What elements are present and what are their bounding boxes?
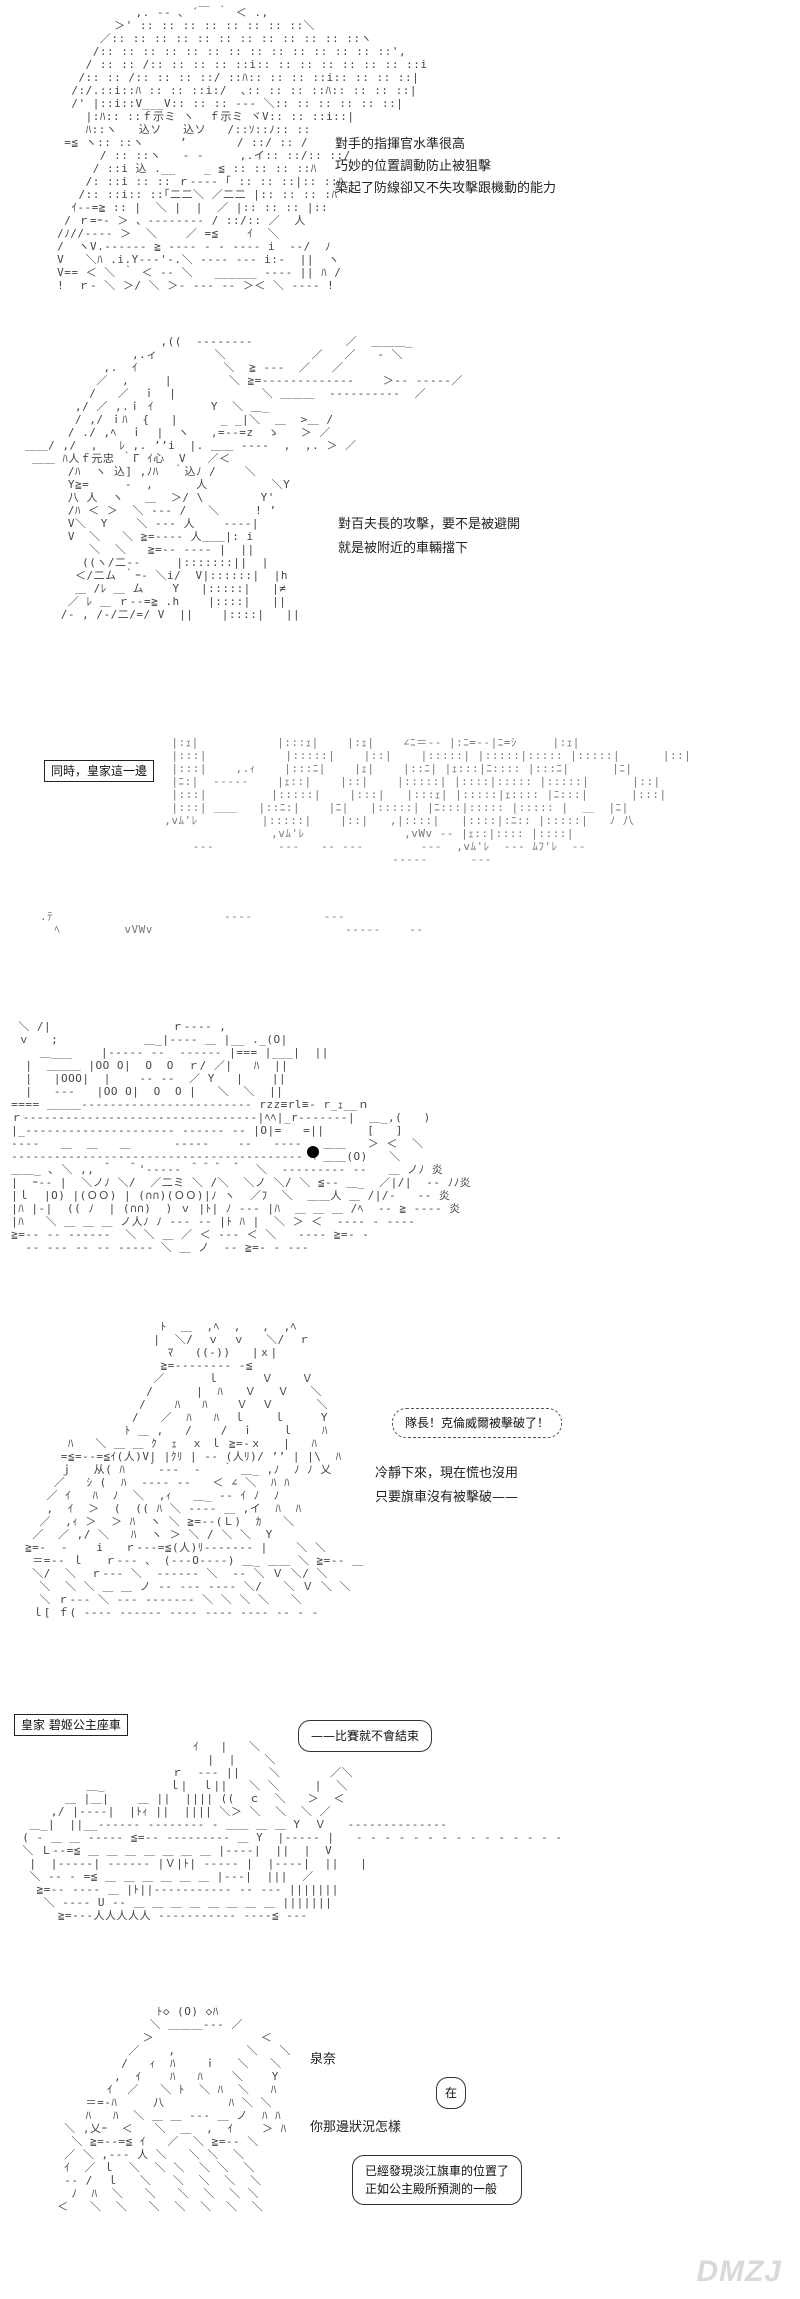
shout-bubble: 隊長！克倫威爾被擊破了！ <box>392 1408 563 1438</box>
ascii-art-royal-tank: ｲ | ＼ | | ＼ ｒ ‐‐‐ || ＼ ／＼ ＿_ ｌ| ｌ|| ＼ ＼ … <box>22 1740 563 1922</box>
panel-6: 皇家 碧姬公主座車 ——比賽就不會結束 ｲ | ＼ | | ＼ ｒ ‐‐‐ ||… <box>0 1710 800 2000</box>
ascii-art-captain: ﾄ ＿ ,ﾍ , , ,ﾍ | ＼/ ｖ ｖ ＼/ ｒ ﾏ ((‐)) |ｘ| … <box>25 1320 364 1619</box>
ascii-art-tank-columns: |:ｪ| |:::ｪ| |:ｪ| ∠ﾆ＝‐‐ |:ﾆ=‐‐|ﾆ=ｼ |:ｪ| |… <box>164 736 692 866</box>
panel-5: ﾄ ＿ ,ﾍ , , ,ﾍ | ＼/ ｖ ｖ ＼/ ｒ ﾏ ((‐)) |ｘ| … <box>0 1320 800 1700</box>
narration-text: 對百夫長的攻擊，要不是被避開 就是被附近的車輛擋下 <box>338 513 520 561</box>
narration-line: 對手的指揮官水準很高 <box>335 137 466 152</box>
speech-bubble: ——比賽就不會結束 <box>298 1720 433 1752</box>
watermark-text: DMZJ <box>696 2255 782 2288</box>
ascii-art-commander: ,. -‐ ､ ´￣ ｀ ＜ ., ＞' :: :: :: :: :: :: :… <box>57 6 428 292</box>
panel-3: 同時，皇家這一邊 |:ｪ| |:::ｪ| |:ｪ| ∠ﾆ＝‐‐ |:ﾆ=‐‐|ﾆ… <box>0 730 800 1020</box>
narration-box: 同時，皇家這一邊 <box>44 760 155 782</box>
dialogue-line: 正如公主殿所預測的一般 <box>365 2182 498 2196</box>
narration-line: 築起了防線卻又不失攻擊跟機動的能力 <box>335 181 557 196</box>
speaker-name: 泉奈 <box>310 2052 337 2067</box>
narration-line: 巧妙的位置調動防止被狙擊 <box>335 159 492 174</box>
ascii-art-gunner: ,(( ‐‐‐‐‐‐‐‐ ／ ＿＿＿_ ,.ィ ＼ ／ ／ ‐ ＼ ,. ｲ ＼… <box>25 335 463 621</box>
narration-box: 皇家 碧姬公主座車 <box>14 1714 128 1736</box>
panel-7: ﾄ◇ (O) ◇ﾊ ＼ ＿＿＿‐‐‐ ／ ＞ ＜ ／ , ＼ ＼ / ｨ ﾊ ｉ… <box>0 2005 800 2299</box>
ascii-art-ground: .ﾃ ‐‐‐‐ ‐‐‐ ﾍ vVWv ‐‐‐‐‐ ‐‐ <box>40 910 424 936</box>
narration-text: 對手的指揮官水準很高 巧妙的位置調動防止被狙擊 築起了防線卻又不失攻擊跟機動的能… <box>335 134 556 200</box>
watermark-logo: DMZJ <box>696 2255 782 2289</box>
panel-4: ＼ /| ｒ‐‐‐‐ , ｖ ; ＿_|‐‐‐‐ ＿ |__ ._(O| ＿__… <box>0 1020 800 1310</box>
panel-1: ,. -‐ ､ ´￣ ｀ ＜ ., ＞' :: :: :: :: :: :: :… <box>0 0 800 330</box>
speech-bubble-small: 在 <box>436 2077 467 2109</box>
dialogue-line: 只要旗車沒有被擊破—— <box>375 1490 519 1505</box>
muzzle-flash-icon <box>307 1146 319 1158</box>
dialogue-line: 已經發現淡江旗車的位置了 <box>365 2164 510 2178</box>
narration-line: 對百夫長的攻擊，要不是被避開 <box>338 517 521 532</box>
dialogue-line: 你那邊狀況怎樣 <box>310 2120 402 2135</box>
dialogue-line: 冷靜下來，現在慌也沒用 <box>375 1466 519 1481</box>
narration-line: 就是被附近的車輛擋下 <box>338 541 469 556</box>
speech-bubble-report: 已經發現淡江旗車的位置了 正如公主殿所預測的一般 <box>352 2155 523 2205</box>
panel-2: ,(( ‐‐‐‐‐‐‐‐ ／ ＿＿＿_ ,.ィ ＼ ／ ／ ‐ ＼ ,. ｲ ＼… <box>0 335 800 725</box>
narration-text: 冷靜下來，現在慌也沒用 只要旗車沒有被擊破—— <box>375 1462 518 1510</box>
ascii-art-princess: ﾄ◇ (O) ◇ﾊ ＼ ＿＿＿‐‐‐ ／ ＞ ＜ ／ , ＼ ＼ / ｨ ﾊ ｉ… <box>57 2005 292 2213</box>
ascii-art-tank-firing: ＼ /| ｒ‐‐‐‐ , ｖ ; ＿_|‐‐‐‐ ＿ |__ ._(O| ＿__… <box>11 1020 472 1254</box>
